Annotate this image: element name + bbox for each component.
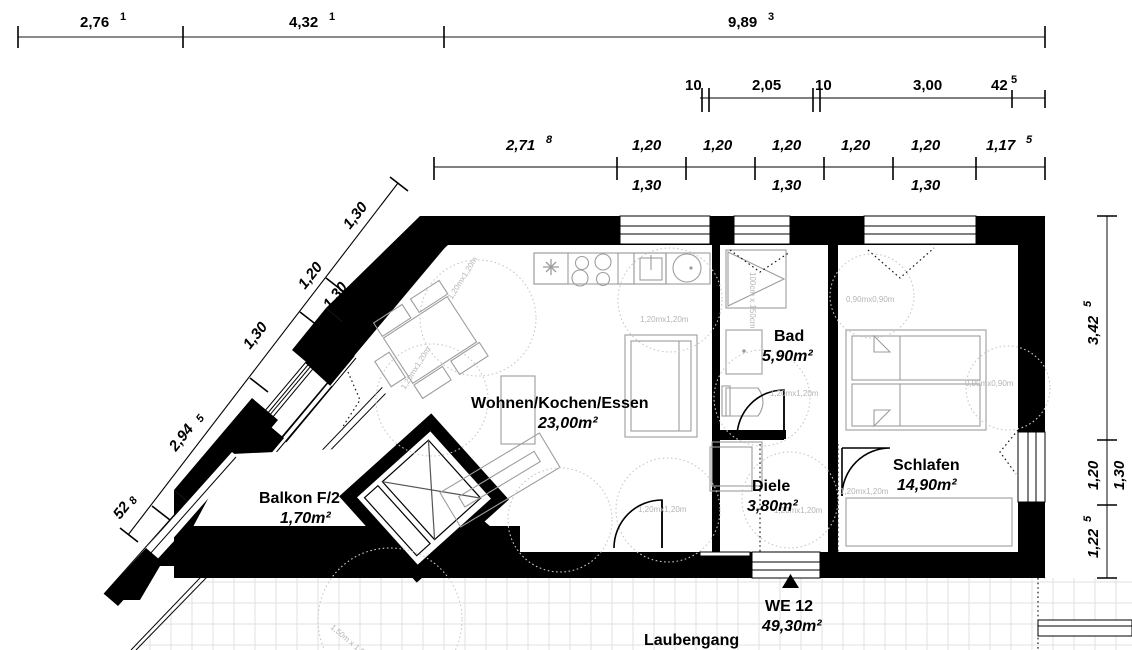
dim-top2-2: 10 <box>815 77 832 94</box>
hall-furniture <box>711 441 763 487</box>
room-name-laubengang: Laubengang <box>644 632 739 649</box>
room-label-schlafen: Schlafen 14,90m² <box>893 457 960 494</box>
room-label-wohnen: Wohnen/Kochen/Essen 23,00m² <box>471 395 649 432</box>
dim-top3u-6: 1,17 <box>986 137 1016 154</box>
dim-top2-1: 2,05 <box>752 77 781 94</box>
furniture-label-shower: 100cm x 150cm <box>748 272 757 329</box>
wall-miter-lines <box>711 215 1046 579</box>
dim-top1-0-sup: 1 <box>120 11 126 23</box>
kitchen-counter <box>533 252 711 287</box>
furniture-label-kitchen-circle: 1,20mx1,20m <box>640 315 689 324</box>
room-label-diele: Diele 3,80m² <box>747 478 798 515</box>
balcony-railing <box>439 432 561 528</box>
dim-top2-4: 42 <box>991 77 1008 94</box>
living-furniture <box>500 334 753 492</box>
room-label-laubengang: Laubengang <box>644 632 739 649</box>
room-name-schlafen: Schlafen <box>893 457 960 474</box>
dim-top3u-6-sup: 5 <box>1026 134 1033 146</box>
dim-top3u-1: 1,20 <box>632 137 662 154</box>
dim-top3u-0-sup: 8 <box>546 134 553 146</box>
dim-diag-3: 1,30 <box>240 318 272 352</box>
room-area-bad: 5,90m² <box>762 348 813 365</box>
furniture-label-diele: 1,20mx1,20m <box>774 506 823 515</box>
dim-top1-1: 4,32 <box>289 14 318 31</box>
dim-right-2-sup: 5 <box>1082 515 1094 522</box>
room-label-bad: Bad 5,90m² <box>762 328 813 365</box>
dim-top3l-1: 1,30 <box>772 177 802 194</box>
furniture-label-bad: 1,20mx1,20m <box>770 389 819 398</box>
room-label-balkon: Balkon F/2 1,70m² <box>259 490 340 527</box>
furniture-label-bed-right: 0,90mx0,90m <box>965 379 1014 388</box>
dim-top1-0: 2,76 <box>80 14 109 31</box>
furniture-label-living-3: 1,20mx1,20m <box>638 505 687 514</box>
dim-top3l-2: 1,30 <box>911 177 941 194</box>
unit-marker-we12: WE 12 49,30m² <box>761 574 822 635</box>
windows <box>619 215 1132 650</box>
opening-indicators <box>341 247 1019 552</box>
furniture-label-schlafen: 1,20mx1,20m <box>840 487 889 496</box>
dim-top3u-4: 1,20 <box>841 137 871 154</box>
dim-top2-4-sup: 5 <box>1011 74 1017 86</box>
unit-name-we12: WE 12 <box>765 598 813 615</box>
dim-top3l-0: 1,30 <box>632 177 662 194</box>
room-name-wohnen: Wohnen/Kochen/Essen <box>471 395 649 412</box>
room-name-bad: Bad <box>774 328 804 345</box>
laubengang-tile-grid <box>130 347 1132 650</box>
furniture-label-bed-left: 0,90mx0,90m <box>846 295 895 304</box>
dim-top2-0: 10 <box>685 77 702 94</box>
door-swings <box>613 499 663 549</box>
dimension-chain-top-1: 2,76 1 4,32 1 9,89 3 <box>17 11 1046 48</box>
dim-diag-0: 1,30 <box>340 198 372 232</box>
dim-top2-3: 3,00 <box>913 77 942 94</box>
room-name-balkon: Balkon F/2 <box>259 490 340 507</box>
dim-diag-1: 1,20 <box>295 258 327 292</box>
dim-right-0-sup: 5 <box>1082 300 1094 307</box>
dim-right-2: 1,22 <box>1085 528 1102 558</box>
dim-top3u-0: 2,71 <box>505 137 535 154</box>
balcony-door-assembly <box>339 413 509 583</box>
unit-marker-triangle-icon <box>782 574 799 588</box>
dim-top1-2: 9,89 <box>728 14 757 31</box>
dim-diag-4-sup: 5 <box>194 412 208 425</box>
unit-area-we12: 49,30m² <box>761 618 822 635</box>
bathroom-fixtures: 100cm x 150cm <box>721 249 787 438</box>
dim-top1-1-sup: 1 <box>329 11 335 23</box>
room-area-diele: 3,80m² <box>747 498 798 515</box>
dimension-chain-right-inner: 1,30 <box>1111 460 1128 490</box>
room-area-wohnen: 23,00m² <box>537 415 598 432</box>
room-name-diele: Diele <box>752 478 790 495</box>
dim-right-0: 3,42 <box>1085 315 1102 345</box>
dim-top1-2-sup: 3 <box>768 11 774 23</box>
dining-set <box>372 279 489 400</box>
room-area-schlafen: 14,90m² <box>897 477 957 494</box>
dim-top3u-2: 1,20 <box>703 137 733 154</box>
dim-diag-5-sup: 8 <box>127 494 141 507</box>
bedroom-furniture <box>841 329 1013 547</box>
dim-right-1: 1,20 <box>1085 460 1102 490</box>
dimension-chain-right-outer: 3,42 5 1,20 1,22 5 <box>1082 215 1117 579</box>
room-area-balkon: 1,70m² <box>280 510 331 527</box>
interior-partitions <box>712 240 838 552</box>
room-fills <box>352 245 1018 552</box>
dim-top3u-3: 1,20 <box>772 137 802 154</box>
dimension-chain-top-2: 10 2,05 10 3,00 42 5 <box>685 74 1046 112</box>
dimension-chain-top-3: 2,71 8 1,20 1,20 1,20 1,20 1,20 1,17 5 1… <box>433 134 1046 194</box>
dim-right-inner-0: 1,30 <box>1111 460 1128 490</box>
dim-top3u-5: 1,20 <box>911 137 941 154</box>
